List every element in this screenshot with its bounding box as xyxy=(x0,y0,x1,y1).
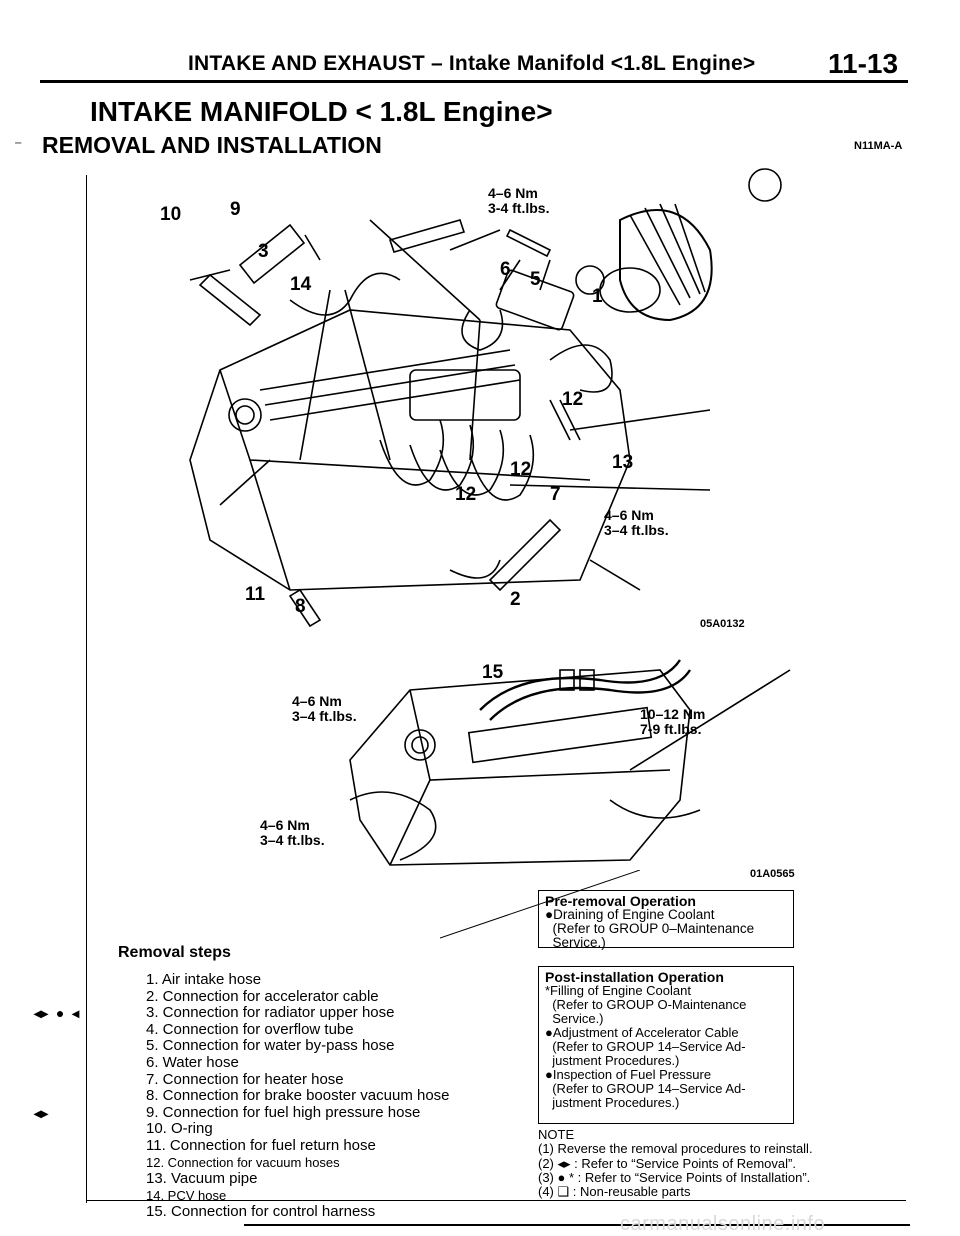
page-number: 11-13 xyxy=(828,48,899,79)
list-item: 7. Connection for heater hose xyxy=(146,1070,344,1088)
list-item: ◂▸ ● ◂3. Connection for radiator upper h… xyxy=(34,1004,395,1022)
torque-spec-mid: 4–6 Nm 3–4 ft.lbs. xyxy=(604,507,669,538)
torque-spec-b: 10–12 Nm 7-9 ft.lbs. xyxy=(640,706,706,737)
footer-separator xyxy=(86,1200,906,1201)
callout-12c: 12 xyxy=(510,459,531,480)
figure-id-1: 05A0132 xyxy=(700,618,745,630)
header-rule xyxy=(40,80,908,83)
note-line: (3) ● * : Refer to “Service Points of In… xyxy=(538,1169,811,1185)
running-header: INTAKE AND EXHAUST – Intake Manifold <1.… xyxy=(188,52,756,75)
callout-12a: 12 xyxy=(562,389,583,410)
note-line: (2) ◂▸ : Refer to “Service Points of Rem… xyxy=(538,1155,796,1171)
list-item: 2. Connection for accelerator cable xyxy=(146,987,379,1005)
callout-3: 3 xyxy=(258,241,269,262)
list-item: 1. Air intake hose xyxy=(146,971,262,988)
footer-rule xyxy=(244,1224,910,1226)
list-item: 6. Water hose xyxy=(146,1053,239,1071)
list-item: 10. O-ring xyxy=(146,1120,213,1138)
section-heading: REMOVAL AND INSTALLATION xyxy=(42,132,382,158)
callout-1: 1 xyxy=(592,286,603,307)
figure-id-2: 01A0565 xyxy=(750,868,795,880)
intake-manifold-exploded-diagram: 1 2 3 4 5 6 7 8 9 10 11 12 12 12 12 13 1… xyxy=(150,160,840,650)
figure-divider-line xyxy=(440,870,640,939)
torque-spec-a: 4–6 Nm 3–4 ft.lbs. xyxy=(292,693,357,724)
post-installation-title: Post-installation Operation xyxy=(545,969,724,985)
callout-6: 6 xyxy=(500,259,511,280)
control-harness-diagram: 15 xyxy=(330,650,800,870)
callout-7: 7 xyxy=(550,484,561,505)
torque-spec-c: 4–6 Nm 3–4 ft.lbs. xyxy=(260,817,325,848)
callout-5: 5 xyxy=(530,269,541,290)
list-item: 12. Connection for vacuum hoses xyxy=(146,1154,340,1170)
removal-steps-title: Removal steps xyxy=(118,944,231,961)
list-item: ◂▸9. Connection for fuel high pressure h… xyxy=(34,1103,421,1121)
list-item: 14. PCV hose xyxy=(146,1187,227,1203)
list-item: 11. Connection for fuel return hose xyxy=(146,1136,376,1154)
page-title: INTAKE MANIFOLD < 1.8L Engine> xyxy=(90,96,553,127)
callout-10: 10 xyxy=(160,204,181,225)
callout-11: 11 xyxy=(245,584,266,605)
margin-dash: ⁻ xyxy=(14,138,23,155)
note-line: (1) Reverse the removal procedures to re… xyxy=(538,1141,813,1157)
callout-15: 15 xyxy=(482,662,504,683)
callout-9: 9 xyxy=(230,199,241,220)
section-code: N11MA-A xyxy=(854,140,903,152)
note-line: (4) ❑ : Non-reusable parts xyxy=(538,1184,691,1200)
torque-spec-top: 4–6 Nm 3-4 ft.lbs. xyxy=(488,185,550,216)
list-item: 13. Vacuum pipe xyxy=(146,1170,258,1188)
list-item: 5. Connection for water by-pass hose xyxy=(146,1037,395,1055)
left-margin-rule xyxy=(86,175,87,1203)
removal-steps-list: 1. Air intake hose 2. Connection for acc… xyxy=(34,971,450,1221)
callout-8: 8 xyxy=(295,596,306,617)
callout-2: 2 xyxy=(510,589,521,610)
callout-14: 14 xyxy=(290,274,312,295)
callout-13: 13 xyxy=(612,452,633,473)
callout-12d: 12 xyxy=(455,484,476,505)
list-item: 15. Connection for control harness xyxy=(146,1203,376,1221)
list-item: 8. Connection for brake booster vacuum h… xyxy=(146,1087,450,1105)
note-heading: NOTE xyxy=(538,1127,575,1142)
post-installation-text: *Filling of Engine Coolant (Refer to GRO… xyxy=(545,983,747,1110)
pre-removal-title: Pre-removal Operation xyxy=(545,893,696,909)
post-installation-box: Post-installation Operation *Filling of … xyxy=(538,966,794,1124)
note-block: NOTE (1) Reverse the removal procedures … xyxy=(538,1127,813,1200)
watermark: carmanualsonline.info xyxy=(620,1213,826,1235)
list-item: 4. Connection for overflow tube xyxy=(146,1020,354,1038)
pre-removal-box: Pre-removal Operation ●Draining of Engin… xyxy=(538,890,794,950)
pre-removal-text: ●Draining of Engine Coolant (Refer to GR… xyxy=(545,907,755,950)
